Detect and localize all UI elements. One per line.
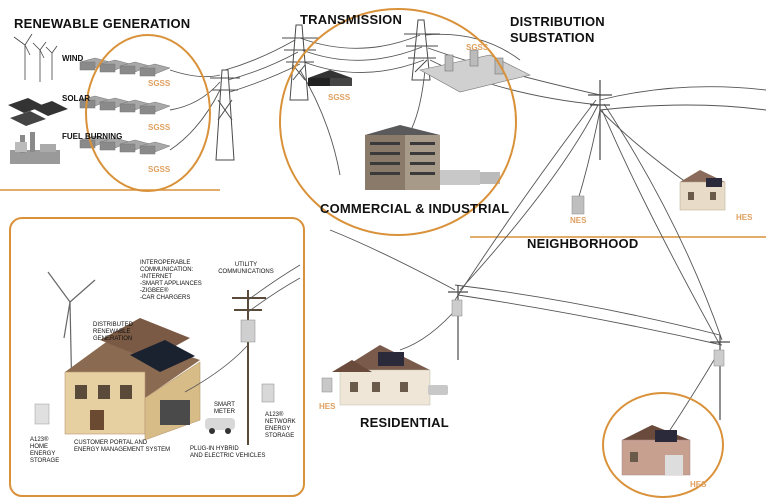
highlight-home-ring	[602, 392, 724, 498]
commercial-building	[365, 125, 500, 190]
fuel-plant	[10, 132, 60, 164]
inset-plug-in-vehicles: PLUG-IN HYBRID AND ELECTRIC VEHICLES	[190, 446, 266, 459]
neighborhood-poles	[448, 285, 730, 420]
inset-customer-portal: CUSTOMER PORTAL AND ENERGY MANAGEMENT SY…	[74, 440, 171, 453]
inset-utility-communications: UTILITY COMMUNICATIONS	[218, 262, 274, 275]
sgss-battery	[308, 70, 352, 86]
tag-hes-bottom: HES	[690, 480, 707, 489]
title-neighborhood: NEIGHBORHOOD	[527, 236, 639, 251]
highlight-transmission-ring	[279, 8, 517, 236]
tag-nes: NES	[570, 216, 587, 225]
transmission-towers	[210, 19, 440, 161]
highlight-sgss-ring	[85, 34, 211, 192]
title-distribution-substation: DISTRIBUTION SUBSTATION	[510, 14, 605, 45]
tag-sgss-solar: SGSS	[148, 123, 171, 132]
label-fuel-burning: FUEL BURNING	[62, 132, 123, 141]
tag-hes-residential: HES	[319, 402, 336, 411]
house-residential	[321, 345, 448, 406]
title-residential: RESIDENTIAL	[360, 415, 449, 430]
tag-sgss-transmission: SGSS	[328, 93, 351, 102]
substation	[419, 49, 531, 93]
title-renewable-generation: RENEWABLE GENERATION	[14, 16, 191, 31]
inset-scene	[34, 264, 301, 445]
tag-sgss-wind: SGSS	[148, 79, 171, 88]
tag-sgss-fuel: SGSS	[148, 165, 171, 174]
tag-hes-upper: HES	[736, 213, 753, 222]
inset-smart-meter: SMART METER	[214, 402, 235, 415]
wind-turbines	[13, 33, 58, 82]
inset-network-energy-storage: A123® NETWORK ENERGY STORAGE	[265, 412, 296, 439]
inset-interoperable-communication: INTEROPERABLE COMMUNICATION: -INTERNET -…	[140, 260, 202, 301]
distribution-pole-main	[588, 80, 612, 160]
inset-home-energy-storage: A123® HOME ENERGY STORAGE	[30, 437, 60, 464]
nes-box	[571, 195, 585, 215]
tag-sgss-substation: SGSS	[466, 43, 489, 52]
label-solar: SOLAR	[62, 94, 90, 103]
transmission-wires	[169, 33, 766, 431]
label-wind: WIND	[62, 54, 84, 63]
highlight-circles	[85, 8, 724, 498]
title-commercial-industrial: COMMERCIAL & INDUSTRIAL	[320, 201, 510, 216]
inset-distributed-renewable-generation: DISTRIBUTED RENEWABLE GENERATION	[93, 322, 134, 342]
title-transmission: TRANSMISSION	[300, 12, 403, 27]
house-bottom-right	[621, 425, 691, 476]
solar-panels	[8, 98, 68, 126]
inset-frame	[9, 217, 305, 497]
house-upper-right	[679, 170, 726, 211]
